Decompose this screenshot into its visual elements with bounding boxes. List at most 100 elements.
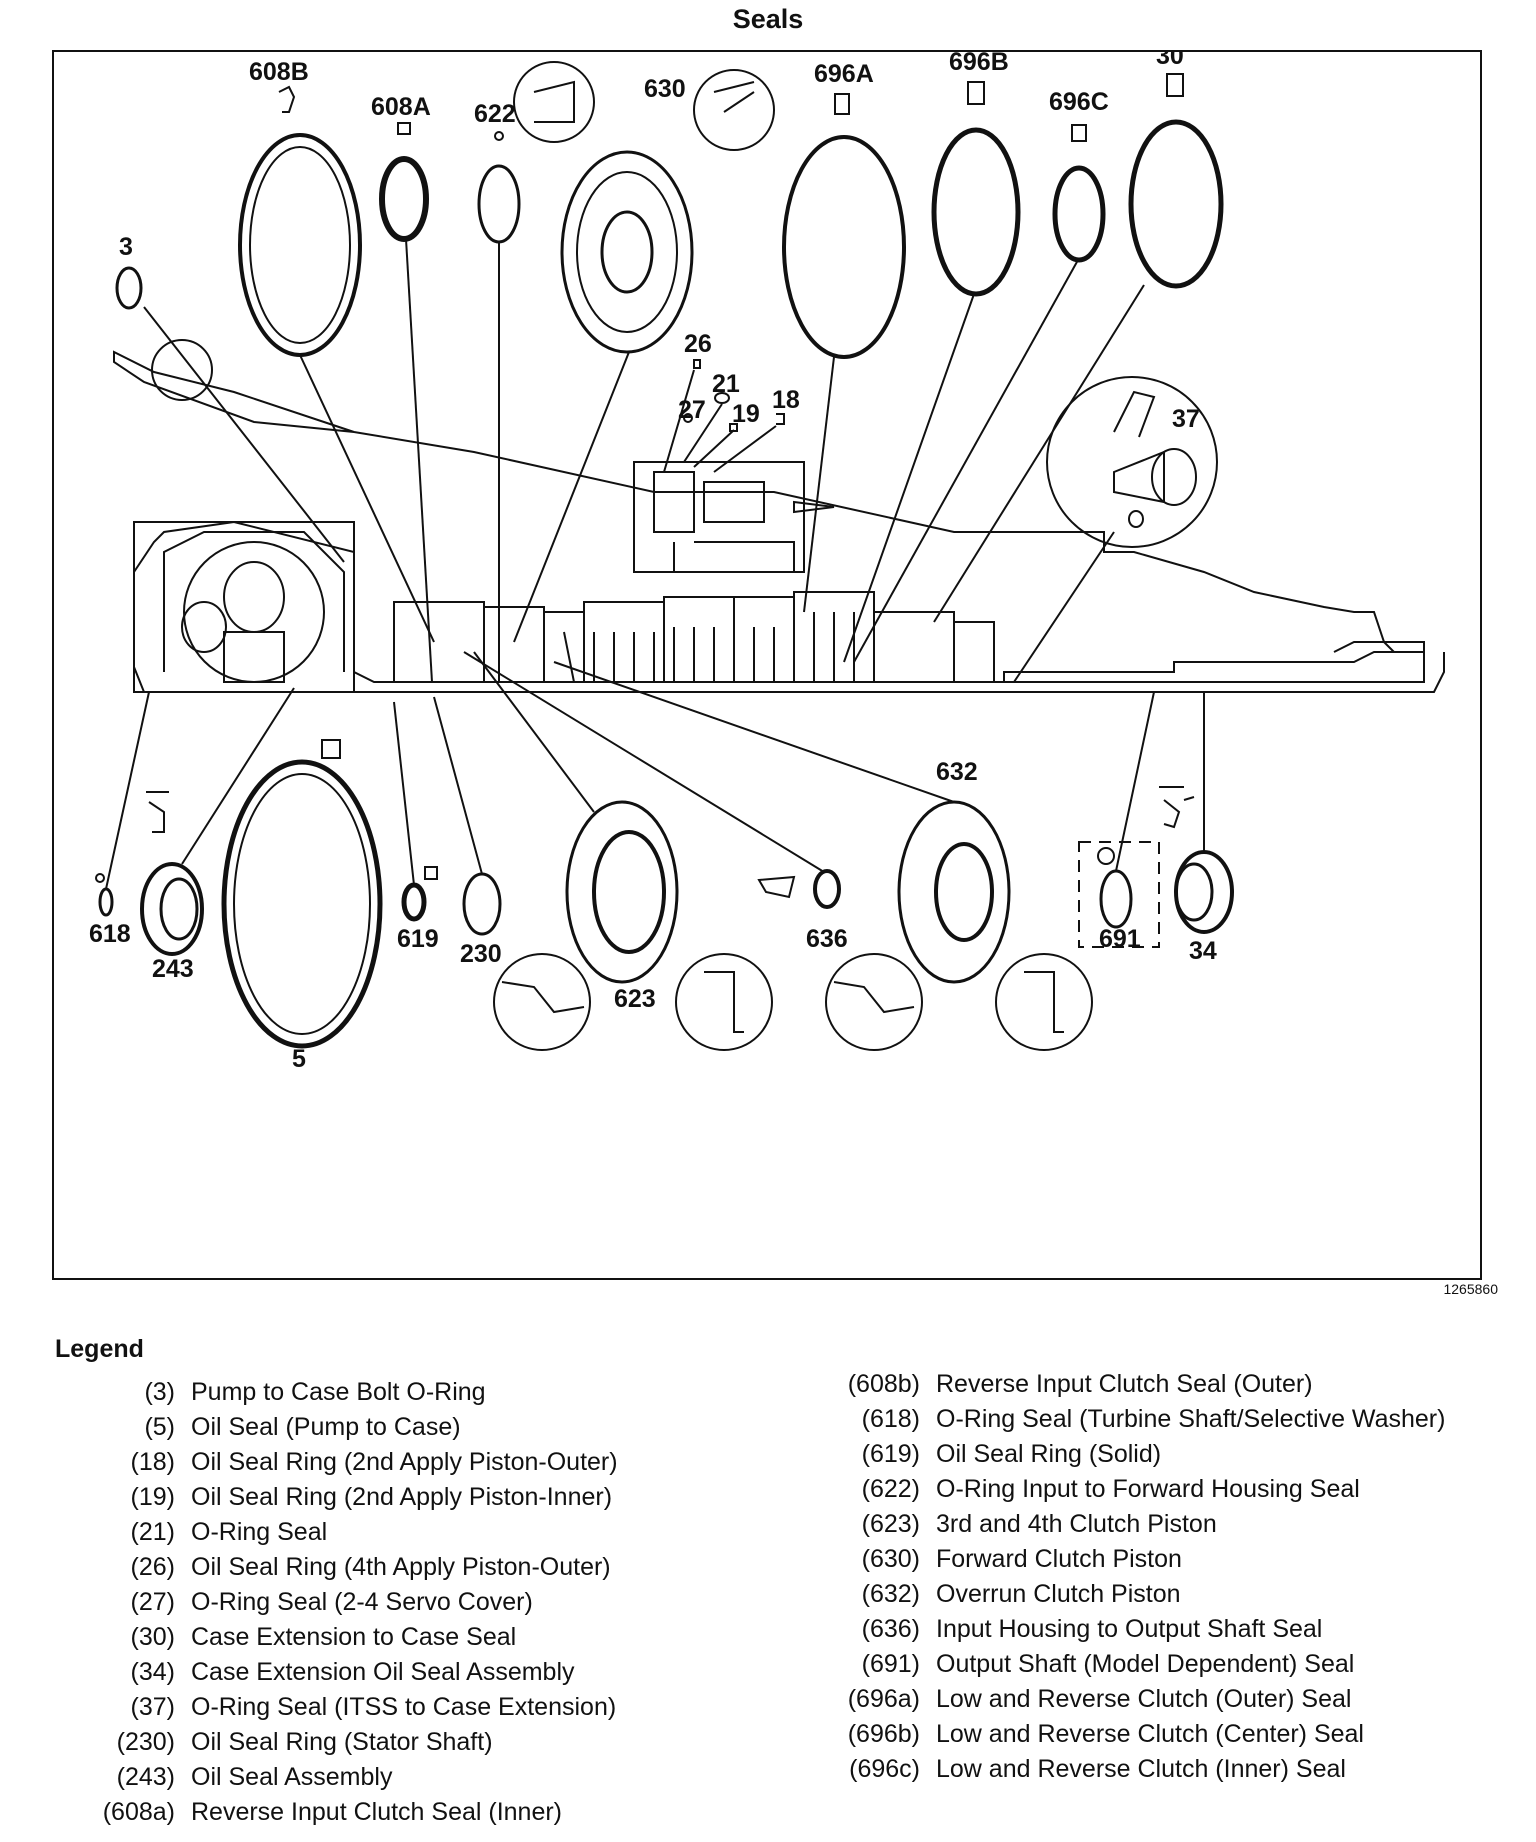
callout-630: 630 — [644, 75, 686, 103]
legend-ref: (619) — [861, 1440, 920, 1468]
callout-26: 26 — [684, 330, 712, 358]
legend-item: (37)O-Ring Seal (ITSS to Case Extension) — [55, 1690, 695, 1725]
seal-37-itss — [1046, 376, 1218, 548]
seals-exploded-diagram: 608B 608A 622 630 696A 696B 696C 30 3 26… — [52, 50, 1482, 1280]
legend-item: (691) Output Shaft (Model Dependent) Seal — [810, 1647, 1510, 1682]
legend-ref: (18) — [130, 1448, 175, 1476]
callout-30: 30 — [1156, 52, 1184, 70]
legend-desc: O-Ring Seal (2-4 Servo Cover) — [191, 1588, 533, 1616]
seal-622 — [477, 131, 521, 244]
legend-ref: (30) — [130, 1623, 175, 1651]
seal-696c — [1052, 124, 1106, 263]
callout-608a: 608A — [371, 93, 431, 121]
legend-desc: Reverse Input Clutch Seal (Outer) — [936, 1370, 1313, 1398]
figure-id: 1265860 — [1443, 1281, 1498, 1297]
legend-item: (696a)Low and Reverse Clutch (Outer) Sea… — [810, 1682, 1510, 1717]
seal-623 — [493, 800, 773, 1051]
legend-desc: Pump to Case Bolt O-Ring — [191, 1378, 486, 1406]
legend-desc: Oil Seal Ring (2nd Apply Piston-Inner) — [191, 1483, 613, 1511]
legend-desc: Oil Seal Assembly — [191, 1763, 393, 1791]
legend-ref: (608a) — [102, 1798, 175, 1826]
seal-230 — [462, 872, 502, 936]
seal-618 — [95, 873, 114, 917]
callout-623: 623 — [614, 985, 656, 1013]
callout-19: 19 — [732, 400, 760, 428]
callout-619: 619 — [397, 925, 439, 953]
small-servo-seals — [683, 359, 785, 432]
seal-636 — [757, 869, 841, 909]
legend-desc: Input Housing to Output Shaft Seal — [936, 1615, 1323, 1643]
seal-632-overrun-clutch-piston — [825, 800, 1093, 1051]
legend-item: (243) Oil Seal Assembly — [55, 1760, 695, 1795]
callout-622: 622 — [474, 100, 516, 128]
legend-desc: 3rd and 4th Clutch Piston — [936, 1510, 1217, 1538]
callout-37: 37 — [1172, 405, 1200, 433]
legend-ref: (27) — [130, 1588, 175, 1616]
callout-labels: 608B 608A 622 630 696A 696B 696C 30 3 26… — [89, 52, 1217, 1073]
callout-27: 27 — [678, 396, 706, 424]
legend-ref: (636) — [861, 1615, 920, 1643]
callout-5: 5 — [292, 1045, 306, 1073]
legend-ref: (630) — [861, 1545, 920, 1573]
legend-desc: O-Ring Seal — [191, 1518, 328, 1546]
legend-ref: (608b) — [847, 1370, 920, 1398]
callout-618: 618 — [89, 920, 131, 948]
legend-item: (623) 3rd and 4th Clutch Piston — [810, 1507, 1510, 1542]
legend-desc: O-Ring Seal (Turbine Shaft/Selective Was… — [936, 1405, 1446, 1433]
legend-desc: Forward Clutch Piston — [936, 1545, 1182, 1573]
legend-desc: Oil Seal Ring (Stator Shaft) — [191, 1728, 493, 1756]
legend-ref: (26) — [130, 1553, 175, 1581]
legend-item: (34)Case Extension Oil Seal Assembly — [55, 1655, 695, 1690]
legend-title: Legend — [55, 1335, 144, 1363]
legend-item: (696b) Low and Reverse Clutch (Center) Se… — [810, 1717, 1510, 1752]
callout-636: 636 — [806, 925, 848, 953]
legend-ref: (3) — [144, 1378, 175, 1406]
legend-item: (608a) Reverse Input Clutch Seal (Inner) — [55, 1795, 695, 1830]
seal-243 — [140, 791, 204, 956]
legend-desc: Reverse Input Clutch Seal (Inner) — [191, 1798, 563, 1826]
legend-item: (696c)Low and Reverse Clutch (Inner) Sea… — [810, 1752, 1510, 1787]
legend-ref: (623) — [861, 1510, 920, 1538]
callout-696c: 696C — [1049, 88, 1109, 116]
legend-desc: Low and Reverse Clutch (Inner) Seal — [936, 1755, 1346, 1783]
legend-ref: (243) — [116, 1763, 175, 1791]
legend-item: (608b) Reverse Input Clutch Seal (Outer) — [810, 1367, 1510, 1402]
seal-34 — [1159, 786, 1234, 934]
callout-632: 632 — [936, 758, 978, 786]
legend-desc: Low and Reverse Clutch (Center) Seal — [936, 1720, 1364, 1748]
legend-ref: (618) — [861, 1405, 920, 1433]
legend-ref: (622) — [861, 1475, 920, 1503]
legend-desc: O-Ring Seal (ITSS to Case Extension) — [191, 1693, 617, 1721]
legend-right-column: (608b)Reverse Input Clutch Seal (Outer) … — [810, 1367, 1510, 1787]
legend-ref: (632) — [861, 1580, 920, 1608]
legend-item: (27) O-Ring Seal (2-4 Servo Cover) — [55, 1585, 695, 1620]
legend-item: (18)Oil Seal Ring (2nd Apply Piston-Oute… — [55, 1445, 695, 1480]
legend-ref: (696a) — [847, 1685, 920, 1713]
diagram-canvas: 608B 608A 622 630 696A 696B 696C 30 3 26… — [89, 52, 1445, 1073]
legend-item: (618) O-Ring Seal (Turbine Shaft/Selectiv… — [810, 1402, 1510, 1437]
callout-696a: 696A — [814, 60, 874, 88]
seal-630-forward-clutch-piston — [513, 61, 775, 354]
legend-item: (632) Overrun Clutch Piston — [810, 1577, 1510, 1612]
seal-696b — [931, 81, 1021, 297]
callout-3: 3 — [119, 233, 133, 261]
legend-desc: Overrun Clutch Piston — [936, 1580, 1181, 1608]
legend-item: (5)Oil Seal (Pump to Case) — [55, 1410, 695, 1445]
legend-ref: (34) — [130, 1658, 175, 1686]
legend-item: (3) Pump to Case Bolt O-Ring — [55, 1375, 695, 1410]
legend-desc: O-Ring Input to Forward Housing Seal — [936, 1475, 1360, 1503]
legend-ref: (5) — [144, 1413, 175, 1441]
seal-3 — [115, 266, 213, 401]
diagram-title: Seals — [732, 4, 804, 34]
legend-item: (26)Oil Seal Ring (4th Apply Piston-Oute… — [55, 1550, 695, 1585]
seal-30 — [1128, 73, 1224, 289]
legend-ref: (19) — [130, 1483, 175, 1511]
legend-item: (21)O-Ring Seal — [55, 1515, 695, 1550]
legend-desc: Output Shaft (Model Dependent) Seal — [936, 1650, 1355, 1678]
seal-619 — [401, 866, 438, 922]
legend-ref: (691) — [861, 1650, 920, 1678]
legend-item: (636) Input Housing to Output Shaft Seal — [810, 1612, 1510, 1647]
legend-ref: (696b) — [847, 1720, 920, 1748]
legend-item: (622) O-Ring Input to Forward Housing Sea… — [810, 1472, 1510, 1507]
leader-lines — [105, 238, 1205, 890]
